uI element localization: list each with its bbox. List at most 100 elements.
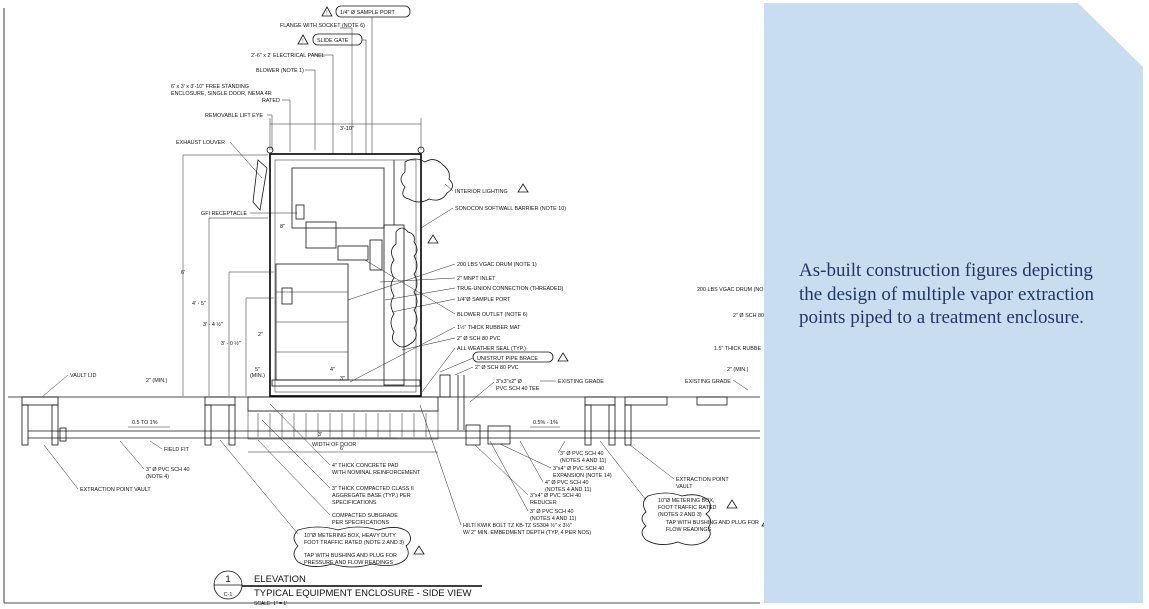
drum-label-plate	[281, 287, 293, 305]
label-sch80: 2" Ø SCH 80 PVC	[457, 336, 501, 342]
elevation-drawing-svg: ! 1/4" Ø SAMPLE PORT FLANGE WITH SOCKET …	[3, 5, 765, 607]
label-true-union: TRUE-UNION CONNECTION (THREADED)	[457, 286, 564, 292]
label-meter-left-1: 10"Ø METERING BOX, HEAVY DUTY	[304, 533, 396, 539]
label-sonocon: SONOCON SOFTWALL BARRIER (NOTE 10)	[455, 206, 566, 212]
title-number: 1	[225, 574, 230, 585]
label-slide-gate: SLIDE GATE	[317, 38, 349, 44]
label-concrete-2: WITH NOMINAL REINFORCEMENT	[332, 470, 421, 476]
label-electrical-panel: 2'-6" x 2' ELECTRICAL PANEL	[251, 53, 325, 59]
label-aggregate-1: 3" THICK COMPACTED CLASS II	[332, 486, 414, 492]
label-existing-grade: EXISTING GRADE	[558, 379, 604, 385]
label-slope-right: 0.5% - 1%	[533, 420, 558, 426]
cloud-interior-lighting	[400, 158, 453, 203]
label-blower: BLOWER (NOTE 1)	[256, 68, 304, 74]
vault-lid-left	[21, 396, 59, 406]
cloud-sonocon-barrier	[390, 227, 418, 348]
exhaust-louver	[252, 159, 268, 211]
label-extraction-right-2: VAULT	[676, 484, 693, 490]
revision-triangle-sonocon	[427, 234, 439, 244]
rubber-mat	[271, 379, 421, 387]
label-pvc3-right-1: 3" Ø PVC SCH 40	[560, 451, 604, 457]
label-lift-eye: REMOVABLE LIFT EYE	[205, 113, 263, 119]
revision-cloud-slide-gate: !	[297, 33, 363, 46]
label-tee-2: PVC SCH 40 TEE	[496, 386, 540, 392]
slide-gate-valve	[369, 239, 383, 271]
dim-2-min: 2" (MIN.)	[146, 378, 168, 384]
label-reducer-2: REDUCER	[530, 500, 557, 506]
metering-box-wall-a	[204, 404, 212, 446]
label-pvc3-left-1: 3" Ø PVC SCH 40	[146, 467, 190, 473]
label-expansion-1: 3"x4" Ø PVC SCH 40	[553, 466, 604, 472]
revision-cloud-sample-port: !	[321, 5, 411, 18]
leader-lines-right	[347, 183, 556, 403]
label-meter-right-1: 10"Ø METERING BOX,	[658, 498, 715, 504]
label-hilti-2: W/ 2" MIN. EMBEDMENT DEPTH (TYP, 4 PER N…	[463, 530, 591, 536]
label-tap-left-2: PRESSURE AND FLOW READINGS	[304, 560, 393, 566]
cloud-metering-box-left	[293, 526, 411, 568]
label-drum: 200 LBS VGAC DRUM (NOTE 1)	[457, 262, 537, 268]
caption-panel-shape	[764, 3, 1143, 603]
caption-text: As-built construction figures depicting …	[799, 260, 1094, 328]
dim-4-5: 4' - 5"	[192, 301, 206, 307]
vault-lid-far-right	[696, 396, 728, 406]
label-subgrade-2: PER SPECIFICATIONS	[332, 520, 390, 526]
leader-lines-bottom-right	[419, 404, 566, 526]
cloud-metering-box-right	[641, 492, 711, 546]
dim-5-min: (MIN.)	[250, 373, 265, 379]
label-right-drum: 200 LBS VGAC DRUM (NO	[697, 287, 764, 293]
label-enclosure-2: ENCLOSURE, SINGLE DOOR, NEMA 4R	[171, 91, 272, 97]
caption-panel: As-built construction figures depicting …	[764, 3, 1143, 603]
dim-3-10: 3'-10"	[340, 126, 354, 132]
label-vault-lid: VAULT LID	[70, 373, 96, 379]
label-pvc3-bottom-2: (NOTES 4 AND 11)	[530, 516, 577, 522]
leader-lines-bottom-left	[43, 440, 163, 490]
leader-lines-top	[229, 17, 373, 214]
label-interior-lighting: INTERIOR LIGHTING	[455, 189, 508, 195]
label-enclosure-1: 6' x 3' x 3'-10" FREE STANDING	[171, 84, 249, 90]
dim-3in: 3"	[340, 376, 345, 382]
dim-3-4: 3' - 4 ½"	[203, 321, 223, 328]
vault-wall-left-b	[51, 404, 59, 446]
label-aggregate-3: SPECIFICATIONS	[332, 500, 377, 506]
dim-5: 5"	[255, 367, 260, 373]
equipment-enclosure	[269, 153, 422, 397]
blower-unit	[305, 221, 337, 249]
label-sample-port: 1/4"Ø SAMPLE PORT	[457, 297, 511, 303]
dim-8in: 8"	[280, 224, 285, 230]
dimension-lines	[182, 118, 422, 396]
concrete-pad	[247, 396, 439, 412]
label-hilti-1: HILTI KWIK BOLT TZ KB-TZ SS304 ½" x 3½"	[463, 522, 572, 529]
label-subgrade-1: COMPACTED SUBGRADE	[332, 513, 398, 519]
pipe-expansion	[487, 425, 511, 445]
label-pvc3-right-2: (NOTES 4 AND 11)	[560, 458, 607, 464]
label-aggregate-2: AGGREGATE BASE (TYP.) PER	[332, 493, 411, 499]
piping-riser	[383, 224, 405, 386]
label-concrete-1: 4" THICK CONCRETE PAD	[332, 463, 399, 469]
label-weather-seal: ALL WEATHER SEAL (TYP.)	[457, 346, 526, 352]
revision-triangle-meter-right	[726, 499, 738, 509]
engineering-drawing: ! 1/4" Ø SAMPLE PORT FLANGE WITH SOCKET …	[3, 5, 765, 607]
pipe-reducer	[465, 424, 481, 446]
metering-box-wall-d	[608, 404, 616, 446]
label-blower-outlet: BLOWER OUTLET (NOTE 6)	[457, 312, 528, 318]
blower-outlet	[337, 245, 369, 261]
label-reducer-1: 3"x4" Ø PVC SCH 40	[530, 493, 581, 499]
label-unistrut: UNISTRUT PIPE BRACE	[477, 356, 538, 362]
label-sch80-b: 2" Ø SCH 80 PVC	[475, 365, 519, 371]
label-extraction-right-1: EXTRACTION POINT	[676, 477, 729, 483]
label-expansion-2: EXPANSION (NOTE 14)	[553, 473, 612, 479]
label-slope-left: 0.5 TO 1%	[132, 420, 158, 426]
revision-triangle-meter-left	[413, 545, 425, 555]
label-tap-right-1: TAP WITH BUSHING AND PLUG FOR	[666, 520, 759, 526]
label-pvc4-2: (NOTES 4 AND 11)	[545, 487, 592, 493]
dim-3ft: 3'	[318, 432, 322, 438]
label-enclosure-3: RATED	[262, 98, 280, 104]
dim-6ft-vertical: 6'	[181, 270, 185, 276]
title-scale: SCALE: 1" = 1'	[254, 601, 287, 607]
label-right-min: 2" (MIN.)	[727, 367, 749, 373]
label-exhaust-louver: EXHAUST LOUVER	[176, 140, 225, 146]
gfi-receptacle	[295, 204, 305, 220]
vault-wall-right-a	[624, 404, 632, 446]
label-rubber-mat: 1½" THICK RUBBER MAT	[457, 324, 521, 331]
dim-2in: 2"	[258, 332, 263, 338]
